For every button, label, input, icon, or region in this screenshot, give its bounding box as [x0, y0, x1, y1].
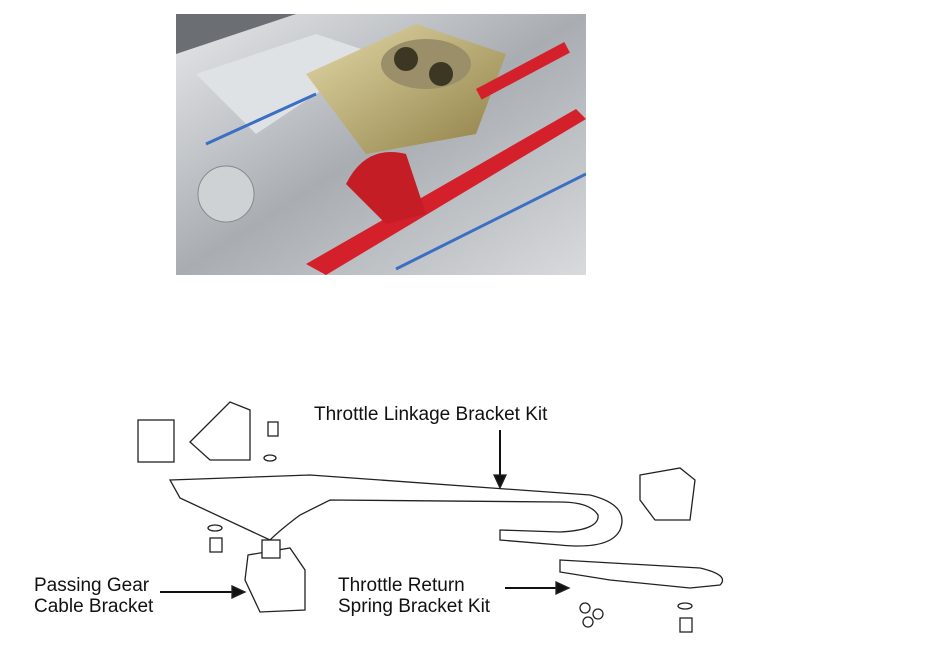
- throttle-linkage-bracket: [168, 474, 623, 547]
- angle-bracket: [189, 401, 251, 461]
- return-spring-upright: [639, 467, 696, 521]
- return-spring-label-2: Spring Bracket Kit: [338, 596, 491, 617]
- engine-photo: [176, 14, 586, 275]
- return-spring-label-1: Throttle Return: [338, 575, 465, 596]
- clip-block: [137, 419, 175, 463]
- passing-gear-bracket: [244, 547, 306, 613]
- return-spring-bracket: [559, 559, 724, 589]
- throttle-linkage-label: Throttle Linkage Bracket Kit: [314, 404, 548, 425]
- exploded-parts-diagram: [137, 401, 724, 633]
- passing-gear-label-2: Cable Bracket: [34, 596, 154, 617]
- passing-gear-label-1: Passing Gear: [34, 575, 150, 596]
